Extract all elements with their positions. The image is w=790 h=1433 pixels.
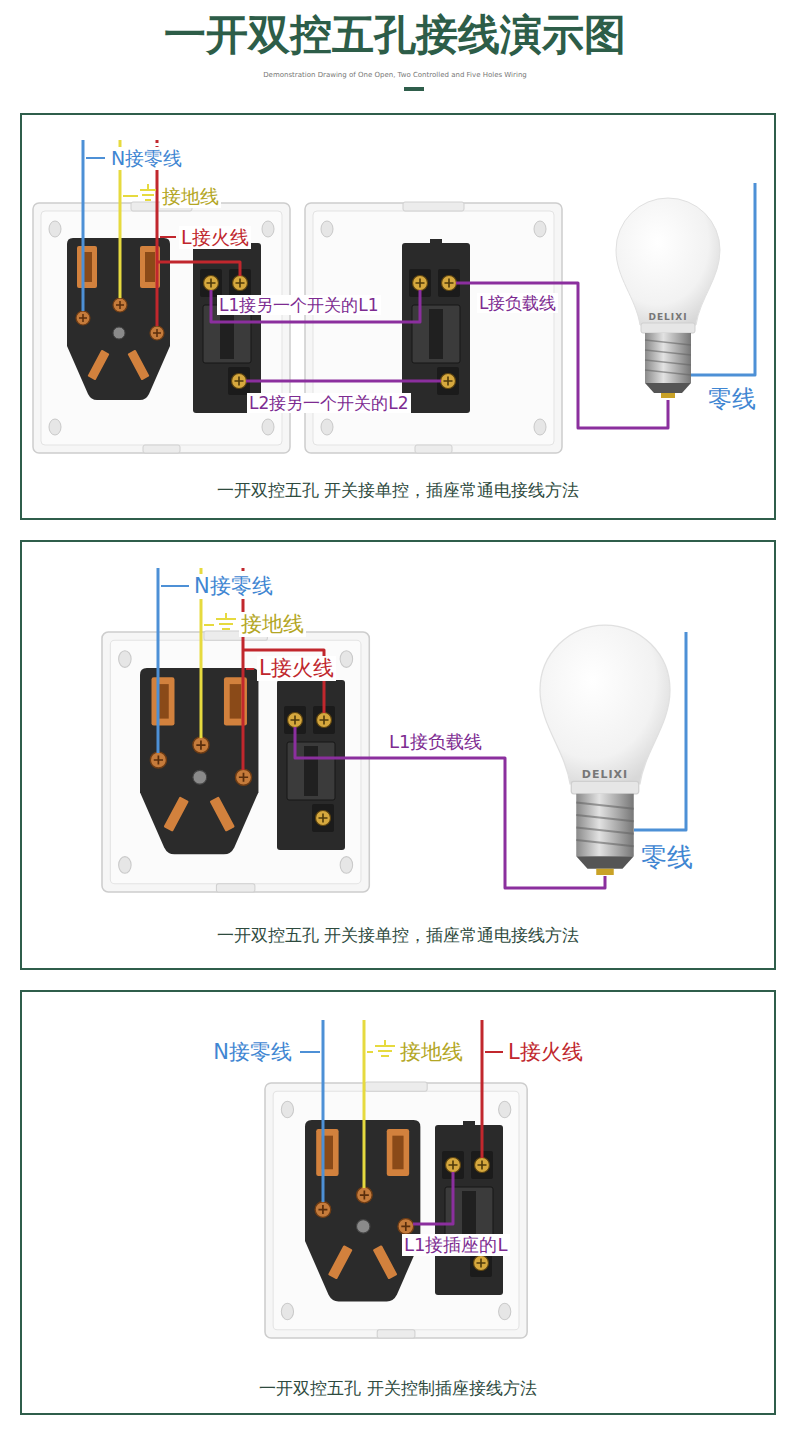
wires bbox=[323, 1020, 482, 1224]
switch-module bbox=[435, 1121, 503, 1295]
wall-plate bbox=[305, 202, 562, 453]
wire-label: N接零线 bbox=[109, 147, 184, 170]
switch-module bbox=[402, 239, 470, 413]
wire-label: 接地线 bbox=[398, 1040, 465, 1065]
wire-label: L接火线 bbox=[257, 656, 336, 681]
panel-frame: 一开双控五孔 开关接单控，插座常通电接线方法 DELIXI bbox=[20, 113, 776, 520]
panel-frame: 一开双控五孔 开关接单控，插座常通电接线方法 DELIXI bbox=[20, 540, 776, 970]
title-dash bbox=[404, 87, 424, 91]
panel-caption: 一开双控五孔 开关接单控，插座常通电接线方法 bbox=[217, 924, 579, 946]
switch-module bbox=[193, 239, 261, 413]
wires bbox=[158, 568, 686, 888]
wire-label: L接负载线 bbox=[477, 293, 558, 313]
panel-two-figure bbox=[102, 568, 686, 892]
wire-label: N接零线 bbox=[192, 574, 275, 599]
wire-label: L1接负载线 bbox=[387, 731, 484, 753]
panel-caption: 一开双控五孔 开关控制插座接线方法 bbox=[259, 1377, 536, 1399]
wire-label: L1接插座的L bbox=[402, 1234, 510, 1256]
wire-label: N接零线 bbox=[211, 1040, 294, 1065]
brand-text: DELIXI bbox=[649, 312, 688, 324]
title: 一开双控五孔接线演示图 bbox=[0, 10, 790, 60]
wire-label: L2接另一个开关的L2 bbox=[247, 393, 411, 413]
panel-caption: 一开双控五孔 开关接单控，插座常通电接线方法 bbox=[217, 479, 579, 501]
switch-module bbox=[277, 676, 345, 850]
wires bbox=[83, 140, 755, 428]
wall-plate bbox=[33, 202, 290, 453]
wire-label: 零线 bbox=[639, 842, 695, 873]
wire-label: 接地线 bbox=[239, 612, 306, 637]
wall-plate bbox=[265, 1082, 527, 1338]
wire-label: L接火线 bbox=[179, 226, 251, 249]
brand-text: DELIXI bbox=[582, 768, 628, 782]
wire-label: L1接另一个开关的L1 bbox=[217, 295, 381, 315]
bulb-figure bbox=[616, 198, 720, 398]
bulb: DELIXI bbox=[540, 625, 670, 875]
subtitle: Demonstration Drawing of One Open, Two C… bbox=[261, 71, 529, 79]
panel-three-figure bbox=[265, 1020, 527, 1338]
panel-one-figure bbox=[33, 140, 755, 453]
wire-label: L接火线 bbox=[506, 1040, 585, 1065]
wall-plate bbox=[102, 631, 369, 892]
bulb-figure bbox=[540, 625, 670, 875]
wire-label: 接地线 bbox=[160, 185, 221, 208]
wire-label: 零线 bbox=[706, 385, 758, 414]
bulb: DELIXI bbox=[616, 198, 720, 398]
